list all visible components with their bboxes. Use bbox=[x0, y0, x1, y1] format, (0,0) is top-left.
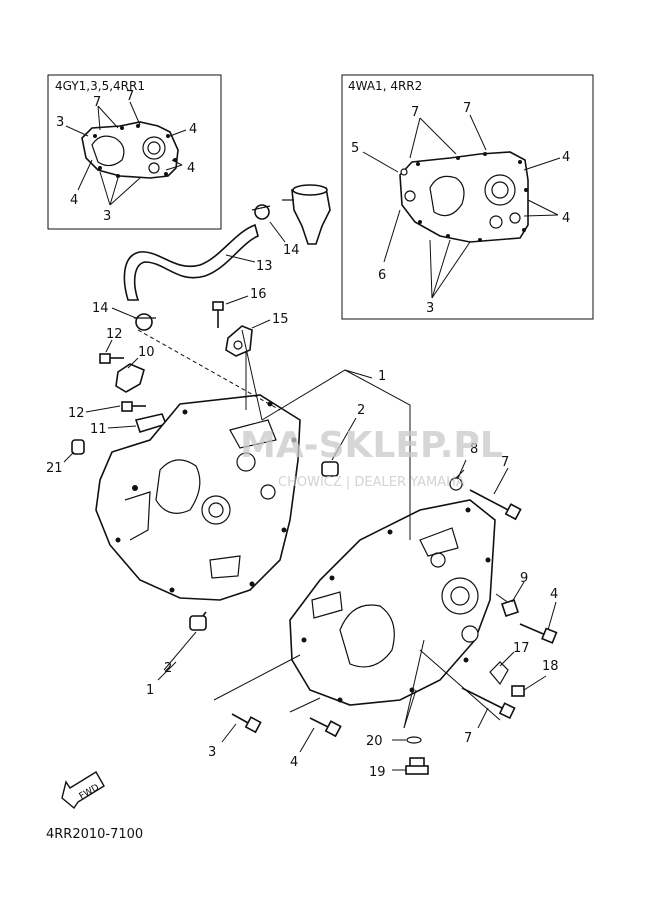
callout-label: 14 bbox=[92, 301, 109, 316]
inset-4wa1: 4WA1, 4RR2 7 7 5 4 4 6 3 bbox=[341, 74, 594, 320]
callout-label: 3 bbox=[208, 745, 216, 760]
callout-label: 4 bbox=[70, 193, 78, 208]
callout-label: 5 bbox=[351, 141, 359, 156]
callout-label: 12 bbox=[106, 327, 123, 342]
callout-label: 7 bbox=[501, 455, 509, 470]
left-crankcase: 2 1 bbox=[95, 394, 301, 698]
callout-label: 21 bbox=[46, 461, 63, 476]
diagram-code: 4RR2010-7100 bbox=[46, 827, 143, 842]
callout-label: 3 bbox=[426, 301, 434, 316]
callout-label: 6 bbox=[378, 268, 386, 283]
callout-label: 4 bbox=[189, 122, 197, 137]
callout-label: 4 bbox=[187, 161, 195, 176]
callout-label: 19 bbox=[369, 765, 386, 780]
callout-label: 3 bbox=[56, 115, 64, 130]
callout-label: 7 bbox=[411, 105, 419, 120]
right-hardware: 8 7 9 4 17 18 7 20 19 bbox=[366, 442, 559, 780]
lower-bolts: 3 4 bbox=[208, 713, 342, 770]
callout-label: 14 bbox=[283, 243, 300, 258]
callout-label: 4 bbox=[562, 211, 570, 226]
callout-label: 18 bbox=[542, 659, 559, 674]
callout-label: 4 bbox=[290, 755, 298, 770]
callout-label: 9 bbox=[520, 571, 528, 586]
callout-label: 1 bbox=[146, 683, 154, 698]
callout-label: 7 bbox=[464, 731, 472, 746]
callout-label: 20 bbox=[366, 734, 383, 749]
callout-label: 17 bbox=[513, 641, 530, 656]
watermark-subtext: CHOWICZ | DEALER YAMAHA bbox=[278, 475, 465, 490]
watermark: MA-SKLEP.PL CHOWICZ | DEALER YAMAHA bbox=[240, 425, 503, 490]
right-crankcase bbox=[289, 499, 496, 706]
callout-label: 2 bbox=[357, 403, 365, 418]
inset-4gy1: 4GY1,3,5,4RR1 7 7 3 4 4 4 3 bbox=[47, 74, 222, 230]
callout-label: 4 bbox=[550, 587, 558, 602]
callout-label: 15 bbox=[272, 312, 289, 327]
fwd-arrow-icon: FWD bbox=[61, 771, 105, 810]
callout-label: 7 bbox=[126, 89, 134, 104]
callout-label: 4 bbox=[562, 150, 570, 165]
callout-label: 1 bbox=[378, 369, 386, 384]
callout-label: 3 bbox=[103, 209, 111, 224]
callout-label: 7 bbox=[463, 101, 471, 116]
callout-label: 10 bbox=[138, 345, 155, 360]
breather-assembly: 14 13 14 bbox=[92, 184, 331, 331]
callout-label: 2 bbox=[164, 661, 172, 676]
callout-label: 12 bbox=[68, 406, 85, 421]
hardware-parts: 16 15 12 10 12 11 21 bbox=[46, 287, 289, 476]
callout-label: 7 bbox=[93, 95, 101, 110]
callout-label: 13 bbox=[256, 259, 273, 274]
inset-title: 4WA1, 4RR2 bbox=[348, 79, 422, 93]
callout-label: 8 bbox=[470, 442, 478, 457]
inset-title: 4GY1,3,5,4RR1 bbox=[55, 79, 145, 93]
callout-label: 11 bbox=[90, 422, 107, 437]
callout-label: 16 bbox=[250, 287, 267, 302]
watermark-text: MA-SKLEP.PL bbox=[240, 425, 503, 466]
